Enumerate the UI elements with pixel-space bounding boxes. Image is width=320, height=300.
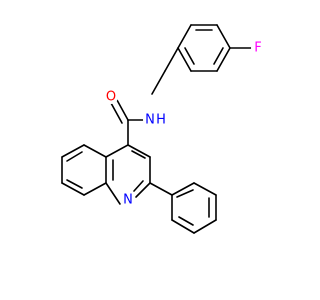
bond — [116, 99, 129, 121]
bond — [131, 150, 146, 159]
bond — [151, 70, 166, 95]
bond — [184, 47, 195, 65]
bond — [133, 180, 144, 192]
oxygen-atom-bg — [104, 90, 118, 104]
bond — [105, 144, 129, 158]
bond — [105, 182, 121, 205]
amide-hydrogen-atom: H — [156, 113, 166, 128]
bond — [83, 144, 107, 158]
bond — [171, 219, 195, 234]
bond — [66, 151, 83, 162]
bond — [149, 182, 173, 196]
atom-labels: F O N H N — [104, 41, 265, 208]
bond — [61, 182, 85, 196]
bond — [66, 179, 83, 189]
bond — [171, 182, 195, 196]
bond — [61, 144, 85, 158]
bond — [164, 47, 179, 72]
bond — [177, 24, 192, 49]
ring-nitrogen-atom: N — [123, 193, 133, 208]
oxygen-atom: O — [106, 90, 116, 105]
structure-canvas: F O N H N — [61, 24, 265, 234]
bond — [135, 182, 151, 198]
molecule-drawing: F O N H N — [61, 24, 265, 234]
bond — [193, 219, 217, 234]
bond — [177, 47, 192, 72]
bond — [110, 102, 123, 124]
bond — [213, 47, 224, 65]
bond — [127, 144, 151, 158]
amide-nitrogen-atom-bg — [143, 113, 157, 127]
ring-nitrogen-atom-bg — [121, 193, 135, 207]
bond — [216, 24, 231, 49]
bond — [83, 182, 107, 196]
bond — [176, 189, 194, 198]
fluorine-atom-bg — [251, 41, 265, 55]
bond — [178, 216, 194, 226]
bonds — [61, 24, 253, 234]
bond — [216, 47, 231, 72]
amide-nitrogen-atom: N — [145, 113, 155, 128]
bond — [193, 182, 217, 196]
fluorine-atom: F — [254, 41, 261, 56]
